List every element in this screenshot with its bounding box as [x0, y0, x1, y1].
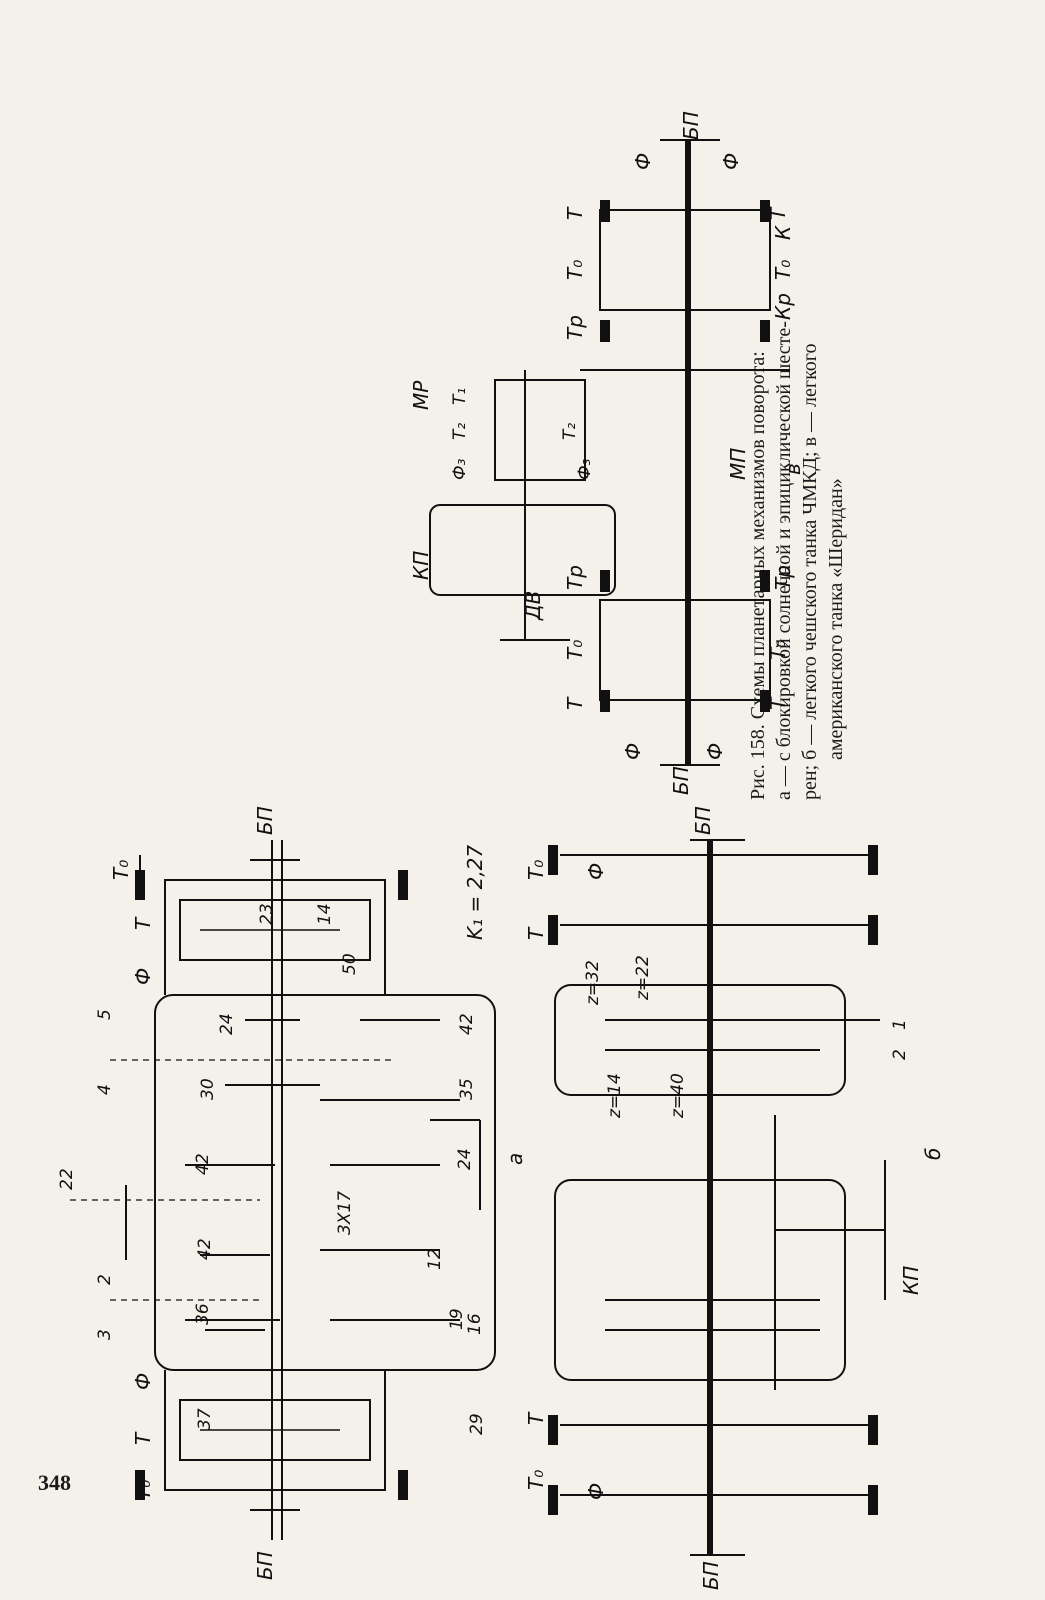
diagram-b-label-7: БП [699, 1561, 723, 1590]
diagram-a-gear-0: 24 [217, 1013, 237, 1035]
diagram-a-upper-carrier [179, 899, 371, 961]
diagram-a-gear-11: 16 [465, 1313, 485, 1335]
diagram-a-label-2: Ф [131, 968, 155, 985]
diagram-b-label-2: Ф [584, 863, 608, 880]
diagram-a-panel-letter: а [503, 1153, 527, 1165]
diagram-c-label-5: БП [679, 111, 703, 140]
diagram-a-label-0: Т₀ [109, 860, 133, 880]
diagram-b-label-6: БП [691, 806, 715, 835]
diagram-a-gear-14: 23 [257, 903, 277, 925]
diagram-b-upper-housing [554, 984, 846, 1096]
diagram-a-section-1: 4 [95, 1084, 115, 1095]
diagram-b-shaft-mark-1: 2 [890, 1049, 910, 1060]
diagram-c-label-17: Т₀ [771, 260, 795, 280]
diagram-c-label-22: К [771, 225, 795, 240]
page-number: 348 [38, 1470, 71, 1495]
diagram-c-label-18: Тр [563, 565, 587, 590]
diagram-b-label-5: Ф [584, 1483, 608, 1500]
diagram-a-gear-5: 24 [455, 1148, 475, 1170]
diagram-b-teeth-2: z=14 [605, 1073, 625, 1119]
diagram-a-gear-16: 50 [340, 953, 360, 975]
diagram-a-label-3: Ф [131, 1373, 155, 1390]
diagram-a-section-3: 2 [95, 1274, 115, 1285]
diagram-c-label-1: МР [409, 380, 433, 410]
diagram-a-label-7: БП [253, 1551, 277, 1580]
diagram-a-label-6: БП [253, 806, 277, 835]
diagram-b-teeth-1: z=22 [633, 955, 653, 1001]
diagram-c-label-4: БП [669, 766, 693, 795]
diagram-c-label-25: Т₂ [560, 423, 580, 440]
diagram-a-gear-3: 35 [457, 1078, 477, 1100]
diagram-c-label-24: Т₂ [450, 423, 470, 440]
diagram-c-range-box [494, 379, 586, 481]
diagram-a-label-1: Т [131, 916, 155, 930]
diagram-a-gear-7: 12 [425, 1248, 445, 1270]
diagram-a-lower-carrier [179, 1399, 371, 1461]
diagram-a-gears [185, 1019, 481, 1331]
diagram-a-gear-8: 3X17 [335, 1191, 355, 1235]
diagram-a-gear-10: 19 [447, 1308, 467, 1330]
diagram-a-gear-12: 37 [195, 1408, 215, 1430]
diagram-c-brakes [600, 200, 770, 712]
diagram-a-ratio: K₁ = 2,27 [463, 845, 487, 940]
diagram-a-section-4: 22 [57, 1168, 77, 1190]
diagram-a-upper-planetary [164, 879, 386, 995]
diagram-a-gear-1: 42 [457, 1013, 477, 1035]
diagram-c-label-16: Т₀ [563, 260, 587, 280]
diagram-c: КП МР ДВ МП БП БП Ф Ф Ф Ф Т Т Т Т Т₀ Т₀ … [409, 111, 805, 795]
diagram-b: Т₀ Т Ф Т Т₀ Ф БП БП КП z=32 z=22 z=14 z=… [524, 806, 945, 1590]
diagram-c-label-2: ДВ [521, 591, 545, 621]
diagram-a-gear-2: 30 [198, 1078, 218, 1100]
diagram-c-lower-planetary [599, 599, 771, 701]
diagram-c-label-20: Тр [563, 315, 587, 340]
diagram-b-teeth-0: z=32 [583, 960, 603, 1006]
diagram-c-label-3: МП [726, 448, 750, 480]
diagram-b-label-3: Т [524, 1411, 548, 1425]
diagram-b-label-4: Т₀ [524, 1470, 548, 1490]
diagram-c-label-11: Т [766, 696, 790, 710]
diagram-a-gear-15: 14 [315, 903, 335, 925]
diagram-c-label-12: Т [766, 206, 790, 220]
diagram-c-label-7: Ф [703, 743, 727, 760]
diagram-a-gear-13: 29 [467, 1413, 487, 1435]
diagram-c-label-21: Кр [771, 293, 795, 320]
diagram-c-label-14: Т₀ [563, 640, 587, 660]
diagram-c-label-13: Т [563, 206, 587, 220]
diagram-c-panel-letter: в [781, 463, 805, 475]
diagram-c-label-15: Т₀ [766, 640, 790, 660]
diagram-c-label-0: КП [409, 551, 433, 580]
diagram-a: Т₀ Т Ф Ф Т Т₀ БП БП K₁ = 2,27 а 5 4 3 2 … [57, 806, 527, 1580]
diagram-b-label-8: КП [899, 1266, 923, 1295]
diagram-c-label-9: Ф [719, 153, 743, 170]
diagram-c-label-23: Т₁ [450, 388, 470, 405]
diagram-b-lower-housing [554, 1179, 846, 1381]
diagram-b-label-1: Т [524, 926, 548, 940]
diagram-c-label-6: Ф [621, 743, 645, 760]
diagram-a-gearbox-housing [154, 994, 496, 1371]
diagram-a-label-4: Т [131, 1431, 155, 1445]
diagram-c-label-8: Ф [631, 153, 655, 170]
diagram-c-label-27: Ф₃ [575, 458, 595, 480]
diagram-a-section-0: 5 [95, 1009, 115, 1020]
diagram-c-label-10: Т [563, 696, 587, 710]
diagram-c-torque-converter [429, 504, 616, 596]
diagram-a-lower-planetary [164, 1370, 386, 1491]
diagram-a-section-2: 3 [95, 1329, 115, 1340]
diagram-c-label-26: Ф₃ [450, 458, 470, 480]
diagram-b-shaft-mark-0: 1 [890, 1019, 910, 1030]
diagram-c-label-19: Тр [771, 565, 795, 590]
diagram-a-gear-6: 42 [195, 1238, 215, 1260]
diagram-a-label-5: Т₀ [131, 1480, 155, 1500]
diagram-c-upper-planetary [599, 209, 771, 311]
diagram-a-gear-9: 36 [193, 1303, 213, 1325]
diagram-b-teeth-3: z=40 [668, 1073, 688, 1119]
diagram-b-label-0: Т₀ [524, 860, 548, 880]
diagram-a-gear-4: 42 [193, 1153, 213, 1175]
diagram-b-panel-letter: б [921, 1148, 945, 1160]
